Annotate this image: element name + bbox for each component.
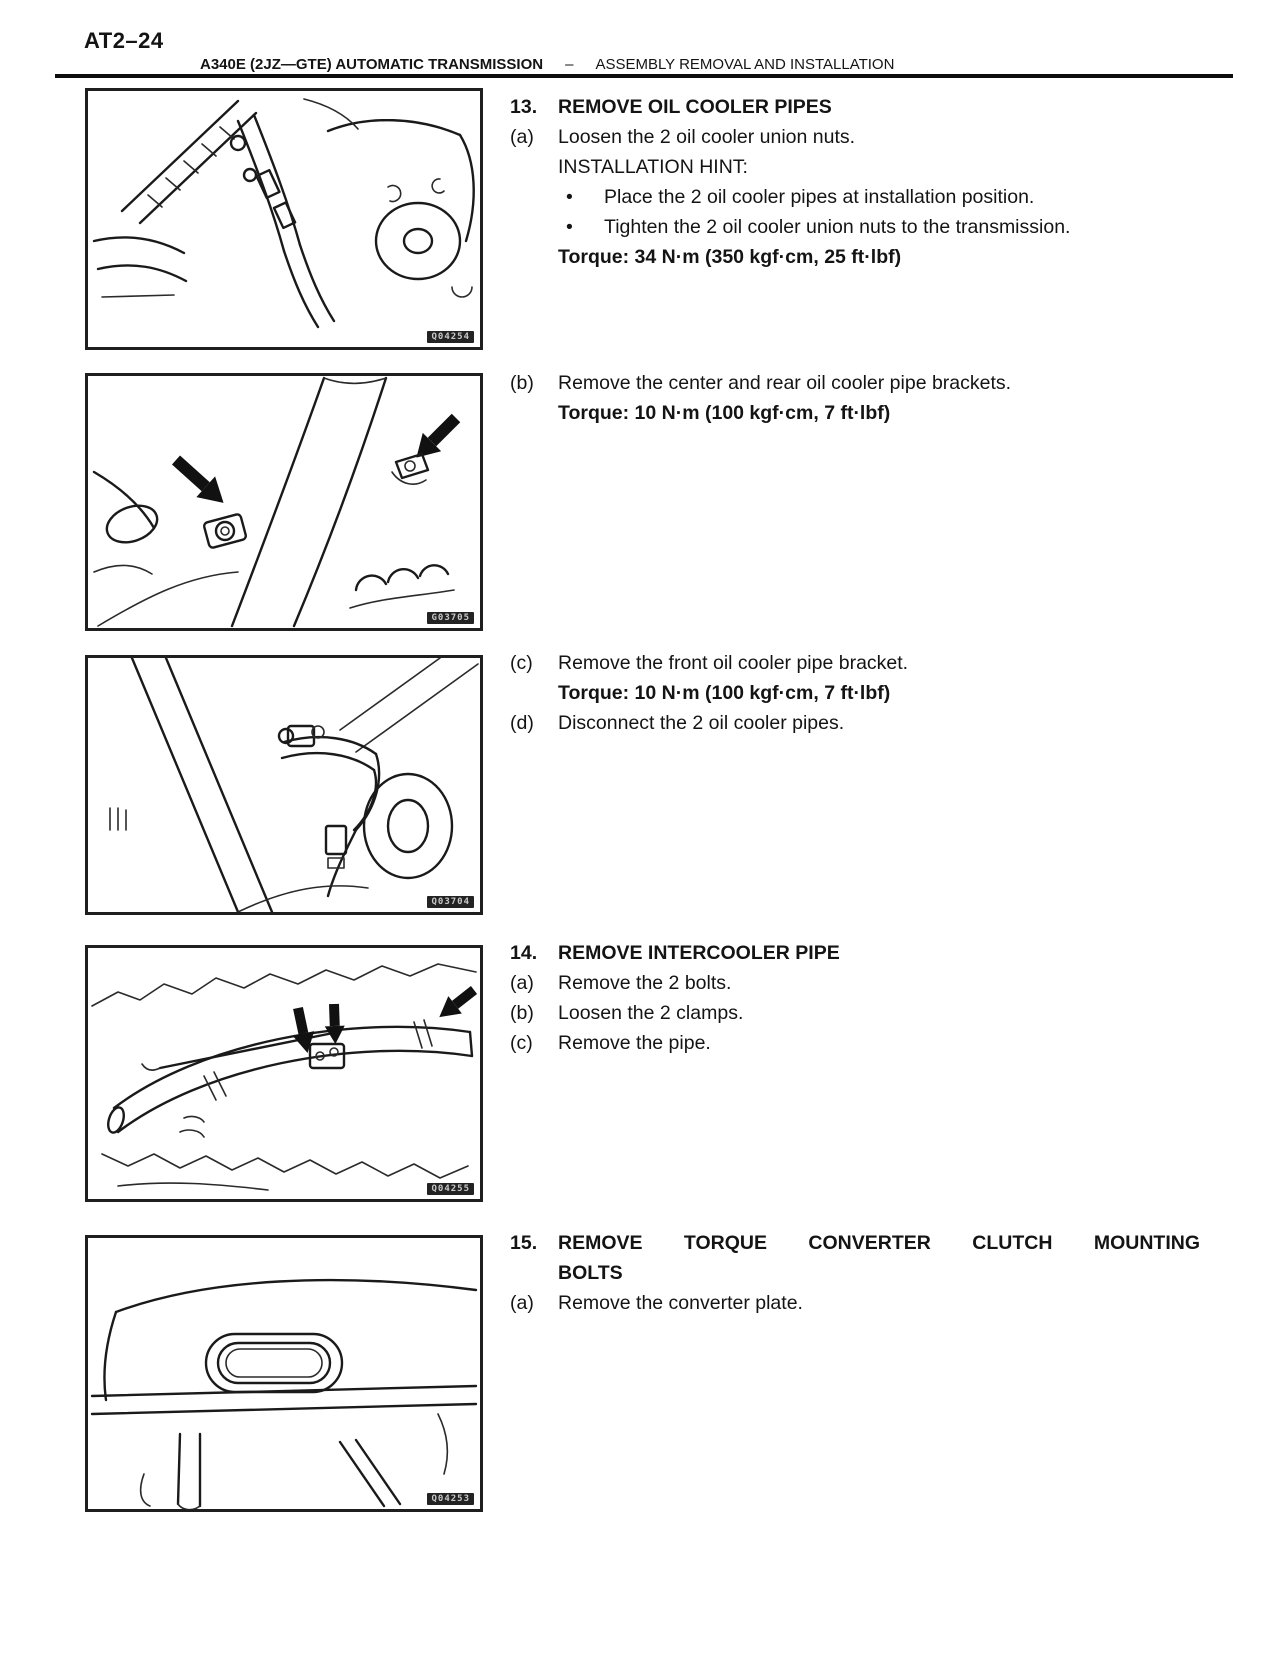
- section-heading: 13. REMOVE OIL COOLER PIPES: [510, 92, 1200, 122]
- step-label: (a): [510, 1292, 534, 1314]
- line-art-pipe-brackets-icon: [92, 376, 461, 628]
- section-15: 15. REMOVE TORQUE CONVERTER CLUTCH MOUNT…: [510, 1228, 1200, 1318]
- torque-row: Torque: 10 N·m (100 kgf·cm, 7 ft·lbf): [510, 678, 1200, 708]
- section-13c: (c) Remove the front oil cooler pipe bra…: [510, 648, 1200, 738]
- torque-note: Torque: 10 N·m (100 kgf·cm, 7 ft·lbf): [558, 402, 891, 424]
- hint-row: INSTALLATION HINT:: [510, 152, 1200, 182]
- section-number: 14.: [510, 942, 538, 964]
- bullet-text: Tighten the 2 oil cooler union nuts to t…: [604, 216, 1071, 238]
- figure-code: Q04254: [427, 331, 474, 343]
- bullet-row: • Tighten the 2 oil cooler union nuts to…: [510, 212, 1200, 242]
- line-art-intercooler-pipe-icon: [91, 963, 478, 1191]
- bullet-row: • Place the 2 oil cooler pipes at instal…: [510, 182, 1200, 212]
- step-label: (c): [510, 1032, 533, 1054]
- step-text: Loosen the 2 clamps.: [558, 1002, 744, 1024]
- step-row: (b) Loosen the 2 clamps.: [510, 998, 1200, 1028]
- torque-row: Torque: 34 N·m (350 kgf·cm, 25 ft·lbf): [510, 242, 1200, 272]
- step-label: (b): [510, 372, 534, 394]
- bullet-icon: •: [566, 216, 573, 238]
- section-13: 13. REMOVE OIL COOLER PIPES (a) Loosen t…: [510, 92, 1200, 272]
- section-heading: 15. REMOVE TORQUE CONVERTER CLUTCH MOUNT…: [510, 1228, 1200, 1288]
- step-text: Remove the converter plate.: [558, 1292, 803, 1314]
- page-number: AT2–24: [84, 28, 164, 53]
- header-separator: –: [565, 56, 574, 73]
- step-label: (b): [510, 1002, 534, 1024]
- section-number: 13.: [510, 96, 538, 118]
- arrow-icon: [416, 413, 461, 458]
- step-text: Remove the 2 bolts.: [558, 972, 732, 994]
- torque-row: Torque: 10 N·m (100 kgf·cm, 7 ft·lbf): [510, 398, 1200, 428]
- figure-intercooler-pipe: Q04255: [85, 945, 483, 1202]
- step-text: Remove the front oil cooler pipe bracket…: [558, 652, 909, 674]
- step-row: (a) Remove the 2 bolts.: [510, 968, 1200, 998]
- torque-note: Torque: 10 N·m (100 kgf·cm, 7 ft·lbf): [558, 682, 891, 704]
- figure-oil-cooler-pipes: Q04254: [85, 88, 483, 350]
- step-label: (a): [510, 972, 534, 994]
- hint-text: INSTALLATION HINT:: [558, 156, 748, 178]
- bullet-text: Place the 2 oil cooler pipes at installa…: [604, 186, 1035, 208]
- step-text: Disconnect the 2 oil cooler pipes.: [558, 712, 845, 734]
- figure-code: G03705: [427, 612, 474, 624]
- arrow-icon: [171, 455, 224, 503]
- step-text: Loosen the 2 oil cooler union nuts.: [558, 126, 856, 148]
- arrow-icon: [439, 986, 478, 1018]
- header-title-section: ASSEMBLY REMOVAL AND INSTALLATION: [595, 56, 895, 73]
- step-row: (c) Remove the pipe.: [510, 1028, 1200, 1058]
- section-heading: 14. REMOVE INTERCOOLER PIPE: [510, 938, 1200, 968]
- step-row: (c) Remove the front oil cooler pipe bra…: [510, 648, 1200, 678]
- step-label: (d): [510, 712, 534, 734]
- step-row: (b) Remove the center and rear oil coole…: [510, 368, 1200, 398]
- figure-converter-plate: Q04253: [85, 1235, 483, 1512]
- line-art-front-bracket-icon: [109, 658, 479, 912]
- figure-pipe-brackets: G03705: [85, 373, 483, 631]
- step-label: (c): [510, 652, 533, 674]
- step-row: (a) Loosen the 2 oil cooler union nuts.: [510, 122, 1200, 152]
- step-label: (a): [510, 126, 534, 148]
- bullet-icon: •: [566, 186, 573, 208]
- figure-front-pipe-bracket: Q03704: [85, 655, 483, 915]
- figure-code: Q04255: [427, 1183, 474, 1195]
- torque-note: Torque: 34 N·m (350 kgf·cm, 25 ft·lbf): [558, 246, 902, 268]
- section-title: REMOVE INTERCOOLER PIPE: [558, 942, 840, 964]
- figure-code: Q03704: [427, 896, 474, 908]
- step-row: (d) Disconnect the 2 oil cooler pipes.: [510, 708, 1200, 738]
- step-text: Remove the pipe.: [558, 1032, 711, 1054]
- header-title-bold: A340E (2JZ—GTE) AUTOMATIC TRANSMISSION: [200, 56, 544, 73]
- arrow-icon: [292, 1006, 315, 1053]
- section-number: 15.: [510, 1232, 538, 1254]
- section-title-line2: BOLTS: [558, 1262, 623, 1284]
- section-title-line1: REMOVE TORQUE CONVERTER CLUTCH MOUNTING: [558, 1232, 1200, 1254]
- step-text: Remove the center and rear oil cooler pi…: [558, 372, 1012, 394]
- header-rule: [55, 74, 1233, 78]
- line-art-converter-plate-icon: [90, 1278, 478, 1509]
- section-title: REMOVE TORQUE CONVERTER CLUTCH MOUNTING …: [558, 1228, 1200, 1288]
- arrow-icon: [324, 1003, 345, 1044]
- section-14: 14. REMOVE INTERCOOLER PIPE (a) Remove t…: [510, 938, 1200, 1058]
- section-title: REMOVE OIL COOLER PIPES: [558, 96, 832, 118]
- section-13b: (b) Remove the center and rear oil coole…: [510, 368, 1200, 428]
- figure-code: Q04253: [427, 1493, 474, 1505]
- line-art-oil-cooler-pipes-icon: [92, 98, 475, 329]
- step-row: (a) Remove the converter plate.: [510, 1288, 1200, 1318]
- page-header: A340E (2JZ—GTE) AUTOMATIC TRANSMISSION – A…: [200, 56, 1200, 73]
